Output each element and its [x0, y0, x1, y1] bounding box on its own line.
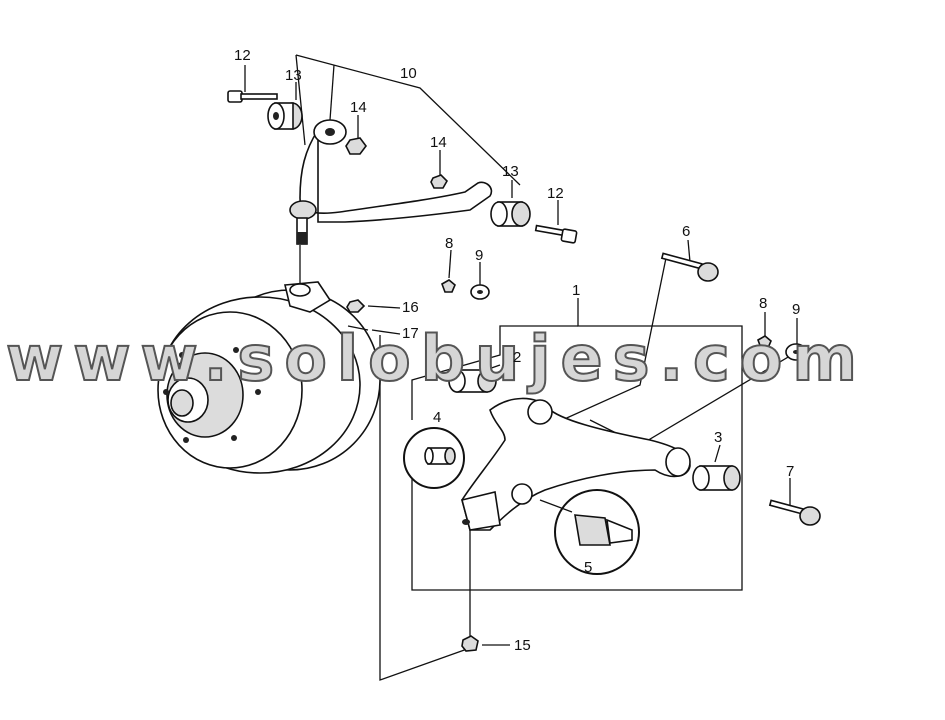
label-9-top: 9 [475, 247, 483, 264]
label-14-right: 14 [430, 134, 447, 151]
label-10: 10 [400, 65, 417, 82]
upper-control-arm [227, 90, 578, 245]
label-5: 5 [584, 559, 592, 576]
detail-bushing-4 [403, 427, 465, 489]
label-3: 3 [714, 429, 722, 446]
label-4: 4 [433, 409, 441, 426]
label-13-left: 13 [285, 67, 302, 84]
label-12-right: 12 [547, 185, 564, 202]
label-14-left: 14 [350, 99, 367, 116]
label-8-top: 8 [445, 235, 453, 252]
label-15: 15 [514, 637, 531, 654]
label-9-right: 9 [792, 301, 800, 318]
brake-disc-hub-knuckle [157, 281, 381, 474]
label-16: 16 [402, 299, 419, 316]
label-1: 1 [572, 282, 580, 299]
label-2: 2 [513, 349, 521, 366]
part-labels: 10 12 13 14 14 13 12 6 8 9 1 16 17 8 9 2… [234, 47, 800, 654]
label-8-right: 8 [759, 295, 767, 312]
label-12-upper-left: 12 [234, 47, 251, 64]
label-6: 6 [682, 223, 690, 240]
label-7: 7 [786, 463, 794, 480]
watermark-text: www.solobujes.com [6, 322, 867, 395]
detail-ball-joint-5 [539, 489, 640, 575]
label-13-right: 13 [502, 163, 519, 180]
lower-control-arm [441, 252, 821, 652]
label-17: 17 [402, 325, 419, 342]
